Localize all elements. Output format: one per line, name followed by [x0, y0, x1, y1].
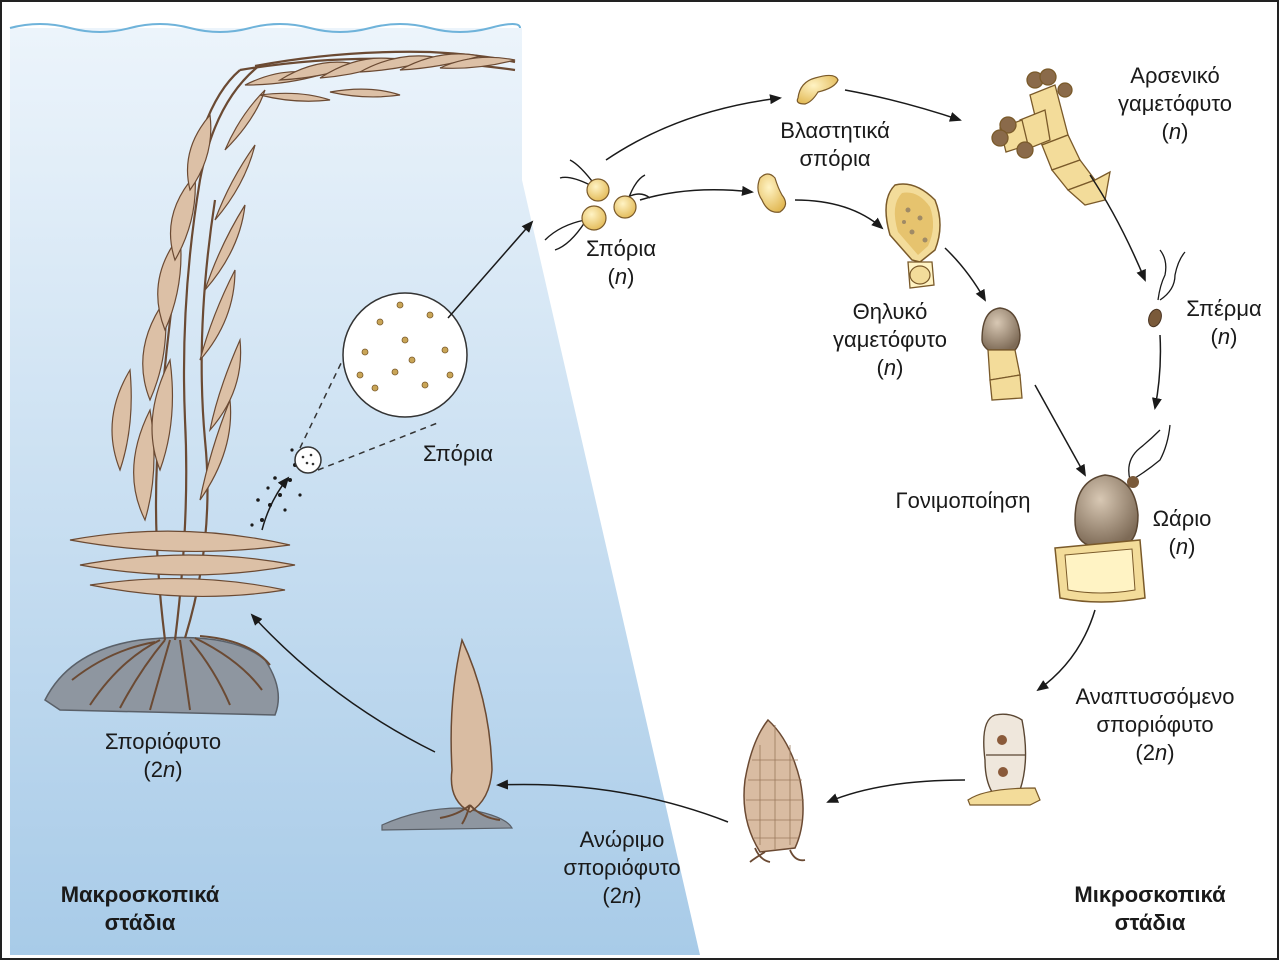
water-region [10, 28, 700, 955]
arrow-female-to-oogonium [945, 248, 985, 300]
arrow-sperm-to-egg [1155, 335, 1160, 408]
label-spores-release: Σπόρια [410, 440, 506, 468]
label-immature-sporophyte: Ανώριμο σποριόφυτο (2n) [537, 826, 707, 910]
oogonium-illustration [982, 308, 1022, 400]
arrow-egg-to-developing [1038, 610, 1095, 690]
arrow-developing-to-young [828, 780, 965, 802]
label-sporophyte-ploidy: (2n) [98, 756, 228, 784]
label-germinating-spores: Βλαστητικά σπόρια [755, 117, 915, 173]
label-sperm-text: Σπέρμα [1172, 295, 1276, 323]
label-sporophyte-text: Σποριόφυτο [98, 728, 228, 756]
arrow-spores-to-germ-2 [640, 190, 752, 200]
spore-magnify-small-circle [295, 447, 321, 473]
arrow-oogonium-to-egg [1035, 385, 1085, 475]
label-egg: Ωάριο (n) [1132, 505, 1232, 561]
arrow-germ2-to-female [795, 200, 882, 228]
label-macroscopic-stages: Μακροσκοπικά στάδια [25, 881, 255, 937]
female-gametophyte-illustration [886, 184, 940, 288]
germinating-spore-2 [758, 174, 786, 212]
label-developing-ploidy: (2n) [1055, 739, 1255, 767]
label-female-ploidy: (n) [820, 354, 960, 382]
label-male-gametophyte: Αρσενικό γαμετόφυτο (n) [1100, 62, 1250, 146]
label-egg-text: Ωάριο [1132, 505, 1232, 533]
label-spores-ploidy: (n) [566, 263, 676, 291]
label-developing-sporophyte: Αναπτυσσόμενο σποριόφυτο (2n) [1055, 683, 1255, 767]
label-immature-ploidy: (2n) [537, 882, 707, 910]
label-spores-text: Σπόρια [566, 235, 676, 263]
label-egg-ploidy: (n) [1132, 533, 1232, 561]
label-female-line1: Θηλυκό [820, 298, 960, 326]
arrow-spores-to-germ-1 [606, 98, 780, 160]
label-sperm-ploidy: (n) [1172, 323, 1276, 351]
male-gametophyte-illustration [992, 69, 1110, 205]
label-male-ploidy: (n) [1100, 118, 1250, 146]
label-germinating-line1: Βλαστητικά [755, 117, 915, 145]
label-sperm: Σπέρμα (n) [1172, 295, 1276, 351]
spore-magnify-large-circle [343, 293, 467, 417]
label-spores: Σπόρια (n) [566, 235, 676, 291]
arrow-germ1-to-male [845, 90, 960, 120]
label-immature-line1: Ανώριμο [537, 826, 707, 854]
label-microscopic-line1: Μικροσκοπικά [1045, 881, 1255, 909]
label-macroscopic-line2: στάδια [25, 909, 255, 937]
label-microscopic-line2: στάδια [1045, 909, 1255, 937]
label-developing-line1: Αναπτυσσόμενο [1055, 683, 1255, 711]
germinating-spore-1 [797, 75, 838, 104]
label-male-line1: Αρσενικό [1100, 62, 1250, 90]
label-germinating-line2: σπόρια [755, 145, 915, 173]
developing-sporophyte-illustration [968, 714, 1040, 805]
label-female-line2: γαμετόφυτο [820, 326, 960, 354]
label-macroscopic-line1: Μακροσκοπικά [25, 881, 255, 909]
label-immature-line2: σποριόφυτο [537, 854, 707, 882]
label-female-gametophyte: Θηλυκό γαμετόφυτο (n) [820, 298, 960, 382]
label-developing-line2: σποριόφυτο [1055, 711, 1255, 739]
label-sporophyte: Σποριόφυτο (2n) [98, 728, 228, 784]
young-sporophyte-illustration [744, 720, 805, 862]
label-fertilization: Γονιμοποίηση [868, 487, 1058, 515]
label-male-line2: γαμετόφυτο [1100, 90, 1250, 118]
label-microscopic-stages: Μικροσκοπικά στάδια [1045, 881, 1255, 937]
